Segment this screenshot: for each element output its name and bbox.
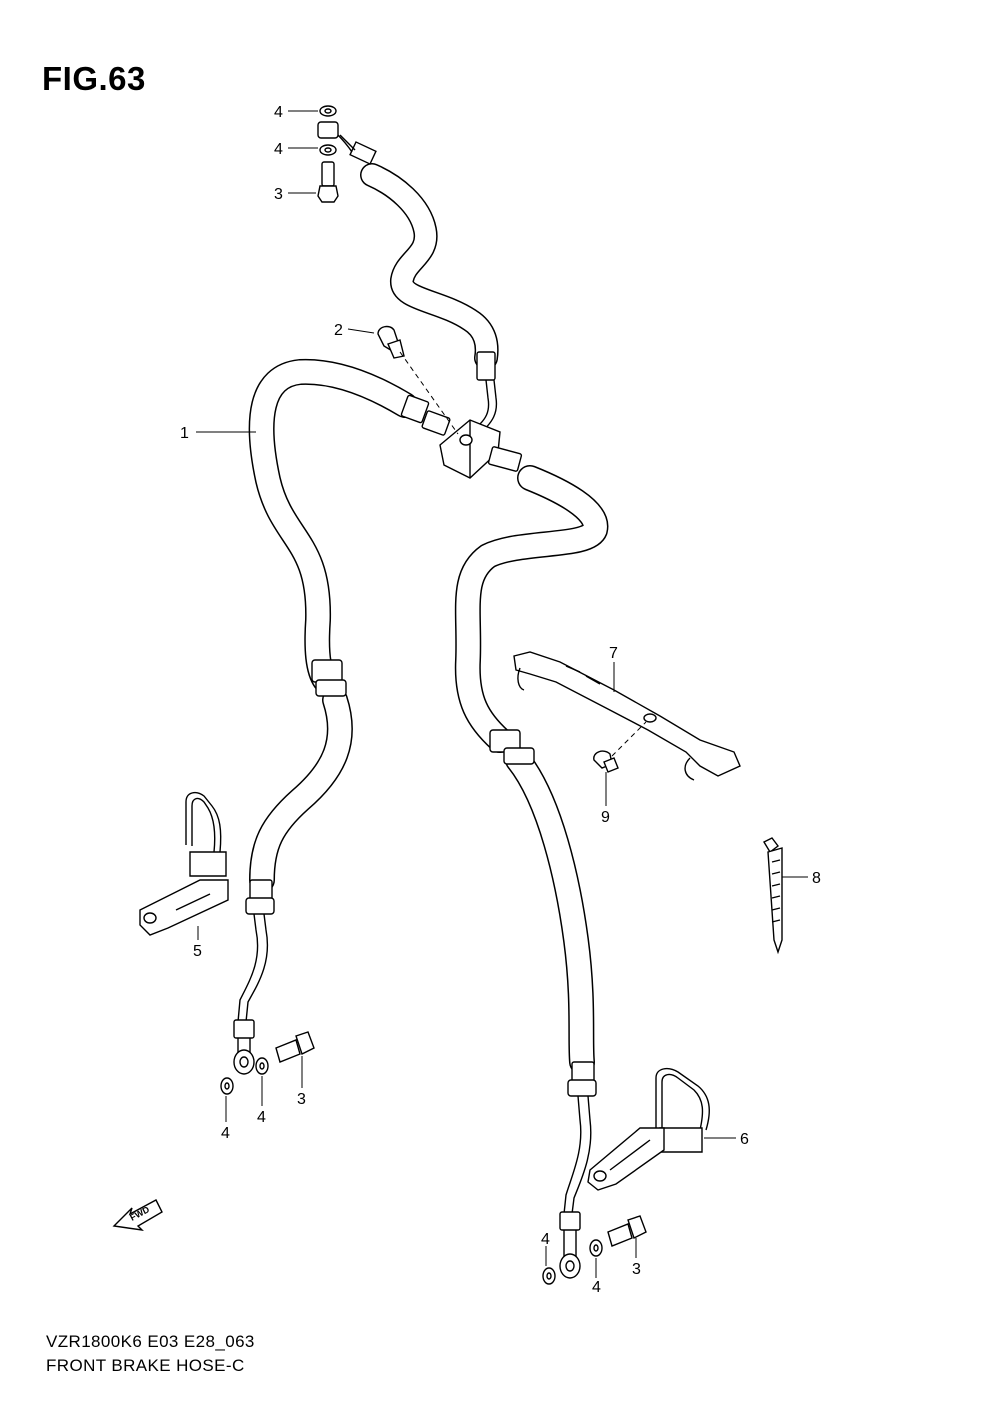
callout-4-top-a: 4 [274, 104, 283, 121]
figure-title: FIG.63 [42, 60, 146, 97]
callout-2: 2 [334, 322, 343, 339]
bolt-2 [377, 325, 405, 359]
right-bottom-fittings [542, 1215, 647, 1285]
callout-8: 8 [812, 870, 821, 887]
main-brake-hose [233, 358, 418, 1075]
model-code: VZR1800K6 E03 E28_063 [46, 1332, 255, 1351]
upper-brake-hose [335, 132, 499, 437]
callout-4-top-b: 4 [274, 141, 283, 158]
callout-3-right: 3 [632, 1261, 641, 1278]
diagram-footer: VZR1800K6 E03 E28_063 FRONT BRAKE HOSE-C [46, 1330, 255, 1378]
callout-1: 1 [180, 425, 189, 442]
callout-7: 7 [609, 645, 618, 662]
callout-numbers: 4 4 3 2 1 7 9 8 5 3 4 4 6 4 3 4 [180, 104, 821, 1296]
callout-4-right-b: 4 [592, 1279, 601, 1296]
bracket-7 [513, 651, 741, 781]
callout-3-top: 3 [274, 186, 283, 203]
callout-5: 5 [193, 943, 202, 960]
callout-4-left-b: 4 [257, 1109, 266, 1126]
clamp-5 [139, 791, 229, 936]
callout-4-left-a: 4 [221, 1125, 230, 1142]
cable-tie-8 [763, 837, 783, 955]
forward-arrow-icon: FWD [112, 1199, 163, 1231]
callout-6: 6 [740, 1131, 749, 1148]
right-brake-hose [454, 465, 609, 1279]
diagram-name: FRONT BRAKE HOSE-C [46, 1356, 245, 1375]
top-fittings [317, 105, 339, 203]
callout-9: 9 [601, 809, 610, 826]
left-bottom-fittings [220, 1031, 315, 1095]
screw-9 [593, 750, 619, 773]
clamp-6 [587, 1067, 710, 1191]
leader-lines [196, 110, 808, 1278]
callout-4-right-a: 4 [541, 1231, 550, 1248]
callout-3-left: 3 [297, 1091, 306, 1108]
hose-joint [400, 394, 523, 479]
